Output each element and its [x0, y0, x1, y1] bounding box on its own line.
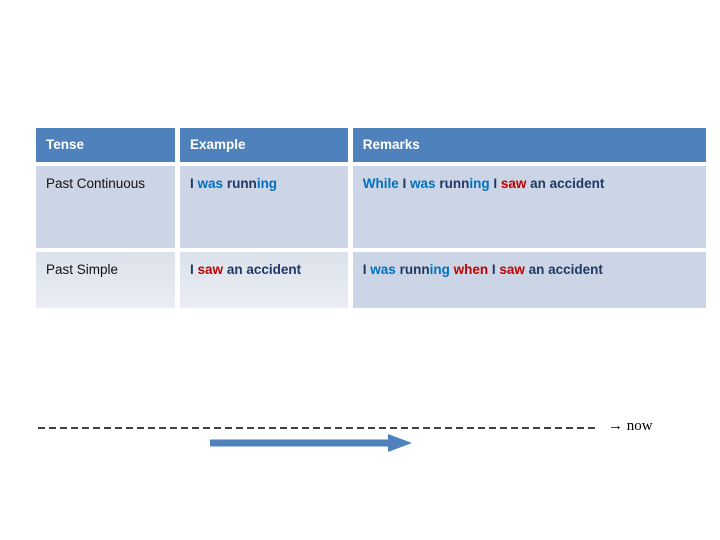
text-segment: I [402, 176, 411, 191]
cell-remarks: I was running when I saw an accident [352, 252, 706, 308]
text-segment: I [190, 176, 198, 191]
tense-comparison-table: Tense Example Remarks Past Continuous I … [36, 128, 706, 308]
text-segment: an accident [528, 262, 603, 277]
timeline-diagram: → now [0, 400, 720, 470]
cell-tense: Past Continuous [36, 166, 176, 248]
column-divider [175, 166, 181, 248]
cell-remarks: While I was running I saw an accident [352, 166, 706, 248]
text-segment: ing [429, 262, 454, 277]
cell-example: I saw an accident [180, 252, 348, 308]
text-segment: runn [439, 176, 470, 191]
text-segment: ing [256, 176, 278, 191]
text-segment: saw [499, 262, 529, 277]
text-segment: I [493, 176, 501, 191]
now-label: → now [608, 418, 653, 434]
text-segment: was [370, 262, 400, 277]
text-segment: runn [226, 176, 257, 191]
text-segment: was [410, 176, 440, 191]
column-header-example: Example [180, 128, 348, 162]
text-segment: While [362, 176, 403, 191]
column-divider [347, 128, 353, 162]
blue-arrow-head [388, 434, 412, 452]
column-header-tense: Tense [36, 128, 176, 162]
text-segment: saw [500, 176, 531, 191]
text-segment: runn [399, 262, 430, 277]
row-divider [36, 248, 706, 252]
column-divider [175, 128, 181, 162]
text-segment: was [197, 176, 227, 191]
column-divider [175, 252, 181, 308]
blue-progress-arrow [210, 434, 412, 452]
cell-example: I was running [180, 166, 348, 248]
text-segment: when [453, 262, 492, 277]
row-divider [36, 162, 706, 166]
text-segment: I [362, 262, 371, 277]
timeline-svg [38, 427, 596, 452]
column-divider [347, 166, 353, 248]
table-row: Past Continuous I was running While I wa… [36, 166, 706, 248]
table-header-row: Tense Example Remarks [36, 128, 706, 162]
column-header-remarks: Remarks [352, 128, 706, 162]
text-segment: an accident [530, 176, 605, 191]
column-divider [347, 252, 353, 308]
table-row: Past Simple I saw an accident I was runn… [36, 252, 706, 308]
text-segment: ing [469, 176, 494, 191]
cell-tense: Past Simple [36, 252, 176, 308]
text-segment: I [491, 262, 500, 277]
text-segment: I [190, 262, 198, 277]
text-segment: an accident [226, 262, 302, 277]
text-segment: saw [197, 262, 227, 277]
